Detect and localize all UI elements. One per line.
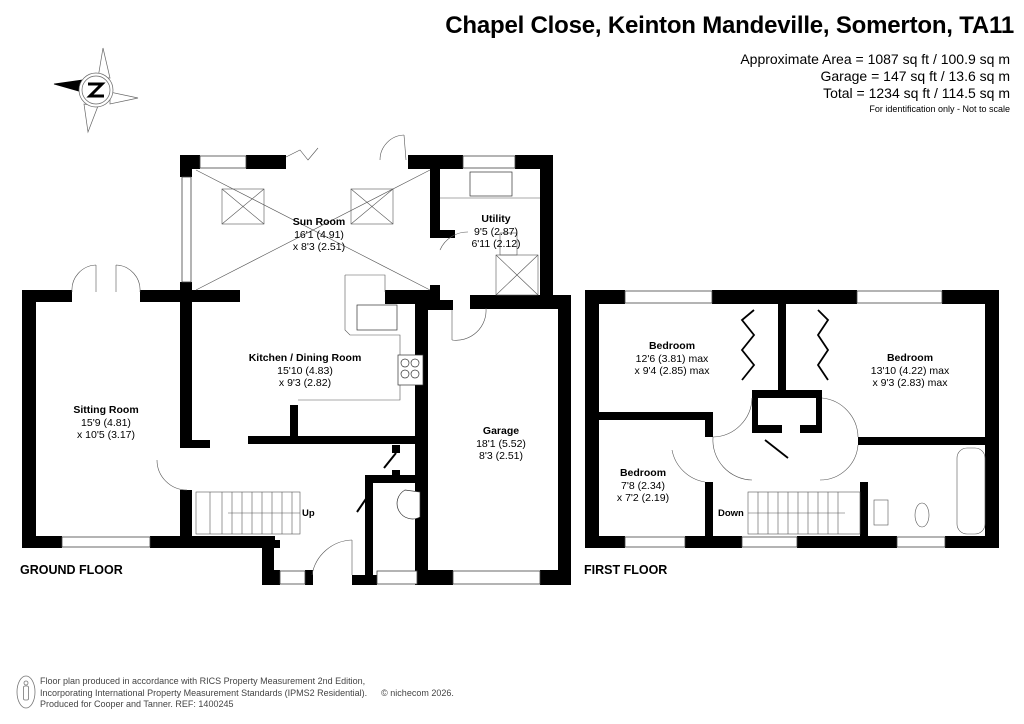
approximate-area: Approximate Area = 1087 sq ft / 100.9 sq… [740,51,1010,67]
garage-area: Garage = 147 sq ft / 13.6 sq m [820,68,1011,84]
ground-floor-label: GROUND FLOOR [20,563,123,577]
person-scale-icon [16,675,36,709]
footer-disclaimer: Floor plan produced in accordance with R… [40,676,454,709]
ground-floor-plan [22,134,571,585]
room-label-utility: Utility 9'5 (2.87) 6'11 (2.12) [471,213,521,250]
room-label-kitchen-dining: Kitchen / Dining Room 15'10 (4.83) x 9'3… [248,352,362,389]
compass-rose-icon [53,47,139,134]
room-label-bedroom-3: Bedroom 7'8 (2.34) x 7'2 (2.19) [616,467,670,504]
room-label-sun-room: Sun Room 16'1 (4.91) x 8'3 (2.51) [292,216,346,253]
stairs-down-label: Down [718,508,744,519]
total-area: Total = 1234 sq ft / 114.5 sq m [823,85,1010,101]
first-floor-plan [585,290,999,548]
property-address-title: Chapel Close, Keinton Mandeville, Somert… [445,12,1014,39]
room-label-sitting-room: Sitting Room 15'9 (4.81) x 10'5 (3.17) [73,404,139,441]
stairs-up-label: Up [302,508,315,519]
room-label-bedroom-1: Bedroom 12'6 (3.81) max x 9'4 (2.85) max [634,340,710,377]
room-label-bedroom-2: Bedroom 13'10 (4.22) max x 9'3 (2.83) ma… [870,352,950,389]
first-floor-label: FIRST FLOOR [584,563,668,577]
copyright: © nichecom 2026. [381,687,454,698]
room-label-garage: Garage 18'1 (5.52) 8'3 (2.51) [476,425,526,462]
scale-disclaimer: For identification only - Not to scale [869,104,1010,114]
